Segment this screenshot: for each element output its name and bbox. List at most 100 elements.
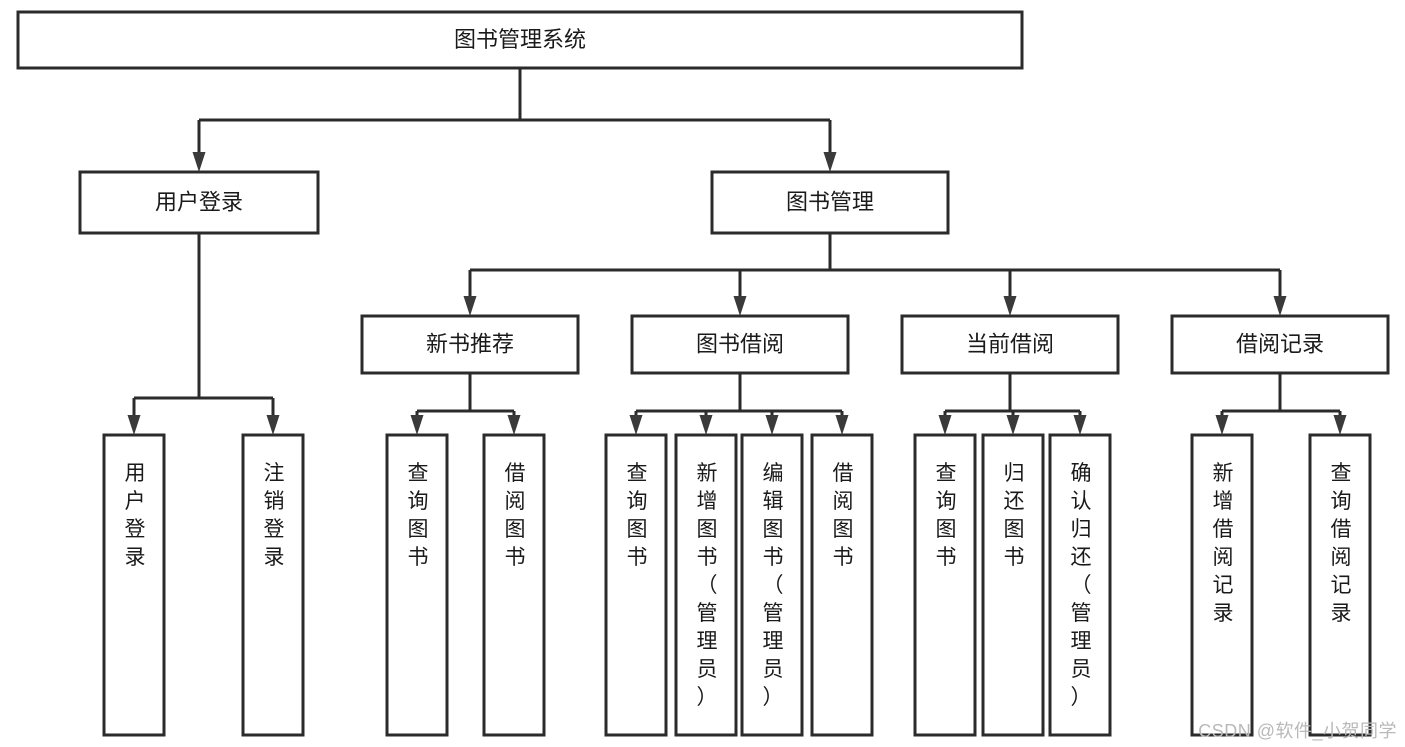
node-label-leaf-2-0-char-2: 图	[936, 518, 957, 541]
node-label-leaf-2-0-char-0: 查	[936, 462, 957, 485]
node-label-leaf-2-2-char-5: 管	[1071, 602, 1092, 625]
arrow-down-icon-leaf-3-1	[1333, 415, 1347, 435]
node-box-leaf-1-2[interactable]	[740, 433, 804, 737]
node-label-leaf-2-2-char-0: 确	[1071, 462, 1092, 485]
node-label-leaf-userlogin-0-char-1: 户	[125, 490, 146, 513]
node-label-l3-1: 图书借阅	[696, 331, 784, 356]
csdn-watermark: CSDN @软件_小贺同学	[1198, 721, 1397, 741]
arrow-down-icon-userlogin-0	[127, 415, 141, 435]
node-label-leaf-userlogin-0-char-0: 用	[125, 462, 146, 485]
node-l3-0[interactable]: 新书推荐	[360, 314, 580, 375]
arrow-down-icon-l3-1	[733, 296, 747, 316]
node-box-root-0[interactable]	[16, 10, 1024, 70]
nodes-layer: 图书管理系统用户登录图书管理用户登录注销登录新书推荐查询图书借阅图书图书借阅查询…	[16, 10, 1390, 737]
node-label-leaf-1-2-char-4: （	[763, 574, 784, 597]
node-box-l3-2[interactable]	[900, 314, 1120, 375]
node-label-leaf-3-1-char-1: 询	[1331, 490, 1352, 513]
arrow-down-icon-l3-0	[463, 296, 477, 316]
node-label-leaf-1-2-char-5: 管	[763, 602, 784, 625]
node-box-l2-1[interactable]	[710, 170, 950, 235]
node-label-leaf-1-1-char-2: 图	[697, 518, 718, 541]
node-label-leaf-2-1-char-1: 还	[1004, 490, 1025, 513]
node-label-leaf-userlogin-1-char-1: 销	[264, 490, 285, 513]
node-label-leaf-1-1-char-7: 员	[697, 658, 718, 681]
node-label-leaf-1-2-char-7: 员	[763, 658, 784, 681]
node-box-leaf-0-1[interactable]	[482, 433, 546, 737]
node-root-0[interactable]: 图书管理系统	[16, 10, 1024, 70]
node-box-l3-3[interactable]	[1170, 314, 1390, 375]
connectors-layer	[127, 68, 1347, 435]
node-l2-1[interactable]: 图书管理	[710, 170, 950, 235]
node-label-leaf-3-0-char-2: 借	[1213, 518, 1234, 541]
node-label-leaf-3-0-char-5: 录	[1213, 602, 1234, 625]
node-label-leaf-1-1-char-8: ）	[697, 686, 718, 709]
node-l3-1[interactable]: 图书借阅	[630, 314, 850, 375]
node-label-leaf-1-0-char-0: 查	[627, 462, 648, 485]
node-label-leaf-0-1-char-3: 书	[505, 546, 526, 569]
node-label-l2-0: 用户登录	[155, 189, 243, 214]
arrow-down-icon-l3-2	[1003, 296, 1017, 316]
node-label-leaf-2-0-char-1: 询	[936, 490, 957, 513]
arrow-down-icon-leaf-2-2	[1073, 415, 1087, 435]
node-label-leaf-2-2-char-8: ）	[1071, 686, 1092, 709]
node-label-leaf-2-2-char-4: （	[1071, 574, 1092, 597]
node-label-leaf-2-2-char-2: 归	[1071, 518, 1092, 541]
node-label-l3-2: 当前借阅	[966, 331, 1054, 356]
node-leaf-userlogin-0[interactable]: 用户登录	[102, 433, 166, 737]
arrow-down-icon-l3-3	[1273, 296, 1287, 316]
node-box-leaf-0-0[interactable]	[385, 433, 449, 737]
arrow-down-icon-leaf-1-1	[699, 415, 713, 435]
node-label-l3-3: 借阅记录	[1236, 331, 1324, 356]
node-label-leaf-2-2-char-7: 员	[1071, 658, 1092, 681]
node-box-leaf-1-3[interactable]	[810, 433, 874, 737]
node-label-leaf-userlogin-0-char-3: 录	[125, 546, 146, 569]
node-l2-0[interactable]: 用户登录	[78, 170, 320, 235]
node-label-leaf-1-1-char-5: 管	[697, 602, 718, 625]
node-l3-3[interactable]: 借阅记录	[1170, 314, 1390, 375]
node-label-leaf-3-1-char-0: 查	[1331, 462, 1352, 485]
arrow-down-icon-userlogin-1	[266, 415, 280, 435]
node-box-leaf-1-1[interactable]	[674, 433, 738, 737]
node-box-l3-0[interactable]	[360, 314, 580, 375]
node-label-leaf-userlogin-1-char-3: 录	[264, 546, 285, 569]
node-label-leaf-1-2-char-1: 辑	[763, 490, 784, 513]
arrow-down-icon-leaf-1-3	[835, 415, 849, 435]
node-label-leaf-3-0-char-1: 增	[1213, 490, 1234, 513]
node-box-l3-1[interactable]	[630, 314, 850, 375]
node-label-leaf-3-1-char-4: 记	[1331, 574, 1352, 597]
node-label-leaf-2-2-char-1: 认	[1071, 490, 1092, 513]
node-label-leaf-1-3-char-0: 借	[833, 462, 854, 485]
node-l3-2[interactable]: 当前借阅	[900, 314, 1120, 375]
node-label-leaf-2-1-char-2: 图	[1004, 518, 1025, 541]
node-box-leaf-3-1[interactable]	[1308, 433, 1372, 737]
node-box-leaf-2-2[interactable]	[1048, 433, 1112, 737]
node-box-leaf-2-1[interactable]	[981, 433, 1045, 737]
node-label-leaf-1-0-char-1: 询	[627, 490, 648, 513]
node-label-leaf-1-1-char-3: 书	[697, 546, 718, 569]
node-box-leaf-3-0[interactable]	[1190, 433, 1254, 737]
node-label-leaf-1-1-char-0: 新	[697, 462, 718, 485]
node-box-leaf-userlogin-0[interactable]	[102, 433, 166, 737]
node-box-leaf-userlogin-1[interactable]	[241, 433, 305, 737]
node-box-leaf-2-0[interactable]	[913, 433, 977, 737]
node-label-leaf-1-0-char-2: 图	[627, 518, 648, 541]
node-label-leaf-1-2-char-2: 图	[763, 518, 784, 541]
node-box-l2-0[interactable]	[78, 170, 320, 235]
node-label-leaf-0-1-char-1: 阅	[505, 490, 526, 513]
node-box-leaf-1-0[interactable]	[604, 433, 668, 737]
node-label-leaf-0-0-char-0: 查	[408, 462, 429, 485]
arrow-down-icon-leaf-3-0	[1215, 415, 1229, 435]
